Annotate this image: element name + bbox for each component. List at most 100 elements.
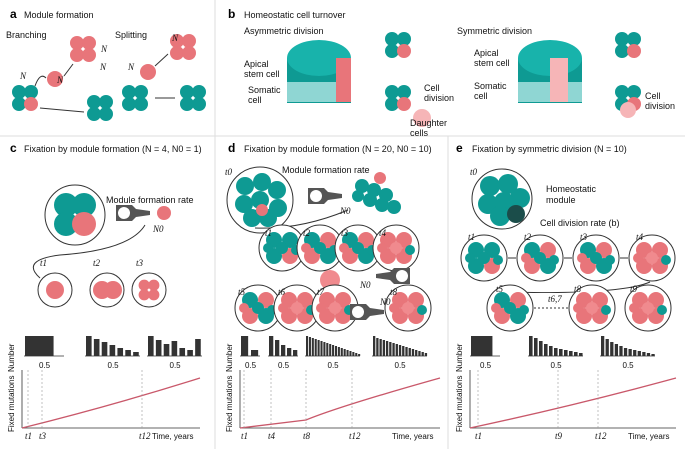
daughter-1: Daughter bbox=[410, 118, 447, 128]
hist-bar bbox=[398, 345, 402, 356]
histogram: 0.5 bbox=[528, 336, 583, 370]
d-t4: t4 bbox=[379, 228, 387, 238]
histogram: 0.5 bbox=[268, 336, 298, 370]
d-bud bbox=[352, 172, 401, 214]
hist-bar bbox=[605, 339, 609, 356]
d-t6: t6 bbox=[278, 287, 286, 297]
histogram: 0.5 bbox=[24, 336, 64, 370]
c-t1: t1 bbox=[40, 258, 47, 268]
hist-tick-half: 0.5 bbox=[551, 361, 563, 370]
hist-bar bbox=[614, 344, 619, 356]
hist-bar bbox=[281, 345, 286, 356]
hist-bar bbox=[637, 351, 641, 356]
a-n-right: N bbox=[100, 44, 108, 54]
c-fixed-label: Fixed mutations bbox=[7, 376, 16, 432]
hist-bar bbox=[346, 350, 349, 356]
hist-tick-half: 0.5 bbox=[170, 361, 182, 370]
curve-tick-label: t3 bbox=[39, 431, 47, 441]
histogram: 0.5 bbox=[600, 336, 655, 370]
hist-bar bbox=[619, 346, 623, 356]
hist-bar bbox=[308, 337, 311, 356]
panel-d-title: Fixation by module formation (N = 20, N0… bbox=[244, 144, 432, 154]
hist-bar bbox=[646, 353, 651, 356]
d-t8: t8 bbox=[390, 287, 398, 297]
hist-bar bbox=[379, 339, 382, 356]
sym-cylinder bbox=[518, 40, 582, 103]
hist-bar bbox=[529, 336, 533, 356]
curve-tick-label: t12 bbox=[349, 431, 361, 441]
d-n0c: N0 bbox=[379, 297, 391, 307]
e-t9: t9 bbox=[630, 284, 638, 294]
hist-bar bbox=[163, 344, 170, 356]
panel-a-title: Module formation bbox=[24, 10, 94, 20]
hist-bar bbox=[559, 349, 563, 356]
hist-tick-half: 0.5 bbox=[328, 361, 340, 370]
hist-bar bbox=[269, 336, 274, 356]
histograms: 0.5 0.5 0.5 0.5 0.5 0.5 0.5 0.5 0.5 0.5 bbox=[24, 336, 655, 370]
histogram: 0.5 bbox=[470, 336, 500, 370]
panel-d-label: d bbox=[228, 141, 235, 155]
hist-bar bbox=[651, 354, 655, 356]
hist-bar bbox=[326, 343, 329, 356]
hist-bar bbox=[343, 349, 346, 356]
hist-bar bbox=[633, 350, 637, 356]
a-arrow-1 bbox=[34, 75, 47, 87]
c-rate-label: Module formation rate bbox=[106, 195, 194, 205]
hist-bar bbox=[187, 350, 193, 356]
e-rate-label: Cell division rate (b) bbox=[540, 218, 620, 228]
hist-bar bbox=[148, 336, 154, 356]
panel-e-label: e bbox=[456, 141, 463, 155]
e-t3: t3 bbox=[580, 232, 588, 242]
hist-bar bbox=[358, 354, 361, 356]
hist-tick-half: 0.5 bbox=[278, 361, 290, 370]
panel-e-title: Fixation by symmetric division (N = 10) bbox=[472, 144, 627, 154]
hist-bar bbox=[385, 341, 389, 356]
hist-bar bbox=[579, 353, 583, 356]
hist-bar bbox=[376, 338, 379, 356]
curve-line bbox=[21, 377, 201, 429]
hist-bar bbox=[314, 339, 317, 356]
panel-a-label: a bbox=[10, 7, 17, 21]
hist-bar bbox=[323, 342, 326, 356]
hist-bar bbox=[554, 348, 558, 356]
hist-bar bbox=[544, 344, 548, 356]
d-big-module bbox=[226, 166, 294, 234]
hist-bar bbox=[402, 346, 405, 356]
hist-bar bbox=[628, 349, 632, 356]
hist-bar bbox=[125, 350, 131, 356]
cell-division-1: Cell bbox=[424, 83, 440, 93]
time-axis-label: Time, years bbox=[152, 432, 194, 441]
sym-cell-2: division bbox=[645, 101, 675, 111]
hist-bar bbox=[424, 353, 428, 356]
histogram: 0.5 bbox=[85, 336, 140, 370]
histogram: 0.5 bbox=[305, 336, 361, 370]
histogram: 0.5 bbox=[372, 336, 428, 370]
hist-bar bbox=[421, 352, 424, 356]
hist-bar bbox=[569, 351, 573, 356]
e-t0: t0 bbox=[470, 167, 478, 177]
apical-label-2: stem cell bbox=[244, 69, 280, 79]
time-axis-label: Time, years bbox=[628, 432, 670, 441]
panel-c-title: Fixation by module formation (N = 4, N0 … bbox=[24, 144, 202, 154]
e-homeo-2: module bbox=[546, 195, 576, 205]
e-homeo-1: Homeostatic bbox=[546, 184, 597, 194]
curve-tick-label: t4 bbox=[268, 431, 276, 441]
hist-bar bbox=[415, 350, 418, 356]
curve-tick-label: t12 bbox=[139, 431, 151, 441]
hist-bar bbox=[275, 340, 280, 356]
hist-bar bbox=[179, 348, 186, 356]
cell-division-2: division bbox=[424, 93, 454, 103]
panel-b-label: b bbox=[228, 7, 235, 21]
hist-tick-half: 0.5 bbox=[623, 361, 635, 370]
e-fixed-label: Fixed mutations bbox=[455, 376, 464, 432]
hist-bar bbox=[25, 336, 54, 356]
d-t3: t3 bbox=[341, 228, 349, 238]
hist-tick-half: 0.5 bbox=[39, 361, 51, 370]
d-t0: t0 bbox=[225, 167, 233, 177]
histogram: 0.5 bbox=[240, 336, 260, 370]
svg-text:N: N bbox=[56, 75, 64, 85]
sym-somatic-1: Somatic bbox=[474, 81, 507, 91]
